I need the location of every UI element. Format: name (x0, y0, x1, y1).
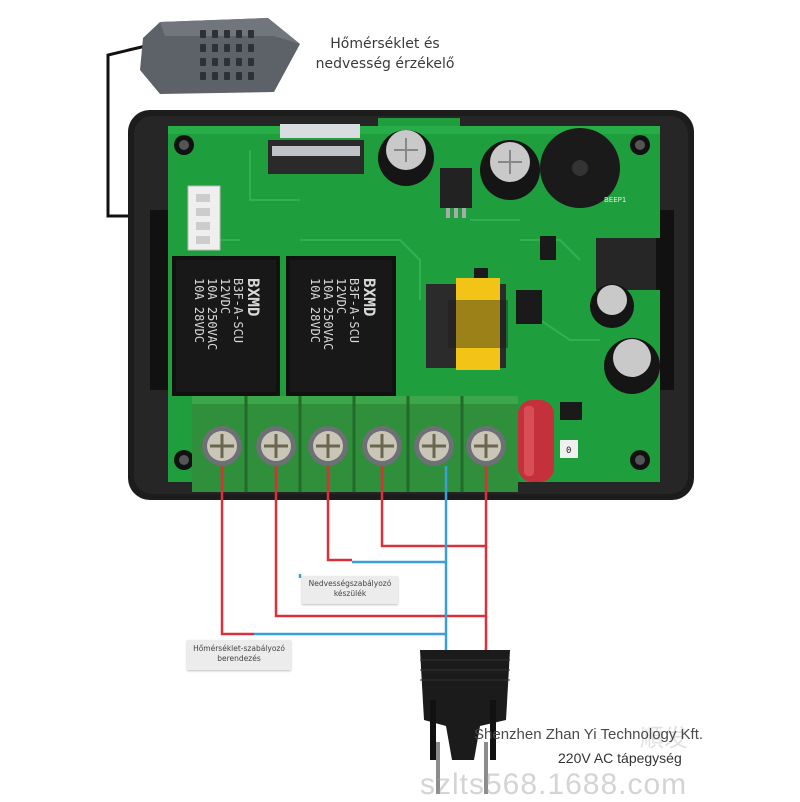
relay-2-label: BXMD B3F-A-SCU 12VDC 10A 250VAC 10A 28VD… (308, 278, 379, 351)
sensor-label: Hőmérséklet és nedvesség érzékelő (300, 34, 470, 74)
electrolytic-capacitors (378, 130, 660, 394)
wire-temp-red-1 (220, 466, 254, 636)
buzzer (540, 128, 620, 208)
sensor-connector (187, 185, 221, 251)
svg-text:0: 0 (566, 446, 571, 456)
watermark-cn: 順发 (640, 724, 688, 752)
wire-humidity-red (326, 466, 352, 562)
power-supply-label: 220V AC tápegység (558, 750, 682, 766)
relay-1 (172, 256, 280, 396)
mounting-screws (174, 135, 650, 470)
temperature-device-line1: Hőmérséklet-szabályozó (193, 644, 285, 653)
humidity-device-line2: készülék (333, 589, 367, 598)
company-name: Shenzhen Zhan Yi Technology Kft. (474, 726, 704, 743)
wire-relay2-red (380, 466, 486, 548)
watermark-url: szlts568.1688.com (420, 768, 688, 801)
wire-relay1-red (274, 466, 486, 618)
ribbon-connector (268, 124, 364, 174)
humidity-device-tag: Nedvességszabályozó készülék (302, 576, 398, 604)
terminal-block (192, 396, 518, 492)
terminal-screws (202, 426, 506, 466)
ic-chips (474, 236, 582, 420)
voltage-regulator (440, 168, 472, 218)
sensor-label-line2: nedvesség érzékelő (315, 56, 455, 72)
temperature-device-tag: Hőmérséklet-szabályozó berendezés (187, 640, 291, 670)
wiring (220, 466, 488, 680)
sensor-label-line1: Hőmérséklet és (330, 36, 440, 52)
humidity-device-line1: Nedvességszabályozó (308, 579, 392, 588)
temperature-device-line2: berendezés (217, 654, 261, 663)
relay-2 (286, 256, 396, 396)
transformer (426, 278, 508, 370)
buzzer-label: BEEP1 (604, 196, 627, 204)
humidity-sensor-probe (140, 18, 300, 94)
fuse (518, 400, 554, 482)
relay-1-label: BXMD B3F-A-SCU 12VDC 10A 250VAC 10A 28VD… (192, 278, 263, 351)
power-plug (420, 650, 510, 794)
